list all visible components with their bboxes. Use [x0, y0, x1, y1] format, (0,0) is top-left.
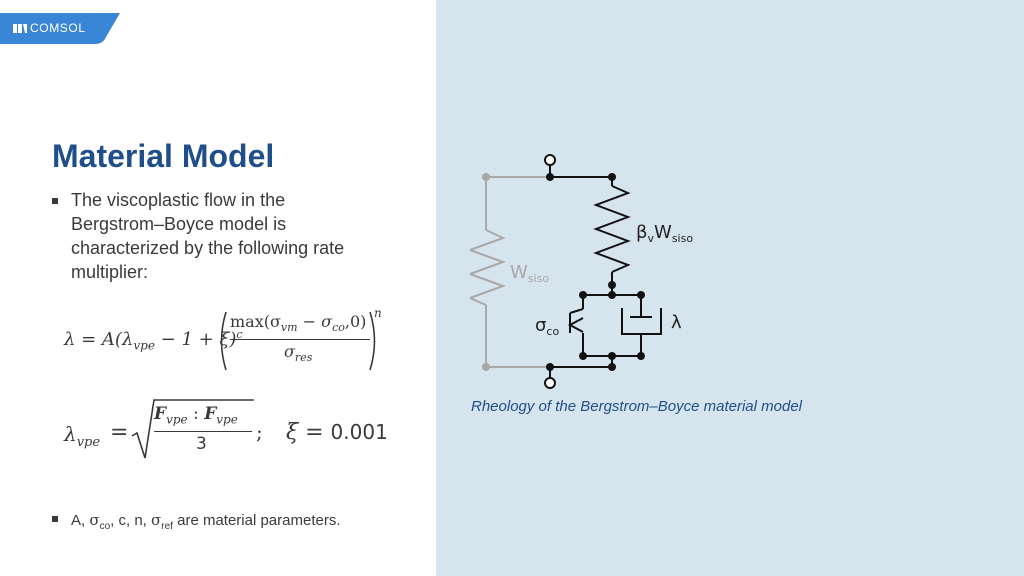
- label-beta: β: [636, 222, 648, 243]
- formula1-paren-left: [220, 311, 227, 371]
- gray-node: [482, 363, 490, 371]
- bullet2-mid: , c, n,: [110, 512, 152, 529]
- formula2-lhs-sub: vpe: [76, 435, 101, 450]
- bullet-text: The viscoplastic flow in the Bergstrom–B…: [71, 190, 345, 282]
- formula2-lhs: λ: [64, 422, 77, 446]
- bullet2-suffix: are material parameters.: [172, 512, 341, 529]
- bullet-marker: [52, 198, 58, 204]
- formula1-num-co: co: [332, 321, 345, 335]
- rate-multiplier-formula: λ = A(λvpe − 1 + ξ)c max(σvm − σco,0) σr…: [64, 306, 394, 376]
- figure-caption: Rheology of the Bergstrom–Boyce material…: [471, 398, 802, 415]
- formula2-semicolon: ;: [256, 420, 263, 444]
- formula2-xi: ξ =: [286, 420, 331, 445]
- formula2-num-sub2: vpe: [216, 412, 238, 427]
- formula1-lhs-sub: vpe: [133, 338, 155, 353]
- formula1-num-end: ,0): [344, 312, 367, 331]
- formula1-fraction-bar: [230, 339, 370, 340]
- bullet2-sigma-ref: σ: [151, 511, 162, 529]
- label-w: W: [654, 222, 672, 243]
- bottom-terminal: [544, 377, 556, 389]
- label-beta-sub: v: [648, 232, 655, 245]
- black-nodes: [546, 173, 645, 371]
- top-terminal: [544, 154, 556, 166]
- label-sigma-sub: co: [546, 325, 559, 338]
- formula2-num-f2: F: [204, 404, 217, 424]
- formula2-sqrt: [131, 399, 254, 459]
- formula1-paren-right: [369, 311, 376, 371]
- formula2-num-colon: :: [187, 404, 205, 424]
- comsol-logo-text: COMSOL: [30, 21, 86, 35]
- page-title: Material Model: [52, 138, 275, 174]
- gray-spring-branch: [470, 176, 550, 368]
- formula2-eq: =: [110, 420, 129, 445]
- rheology-diagram: βvWsiso Wsiso σco λ: [470, 154, 693, 389]
- formula1-exp-c: c: [236, 328, 243, 341]
- formula1-exp-n: n: [374, 306, 382, 320]
- formula2-num-f1: F: [154, 404, 167, 424]
- svg-text:βvWsiso: βvWsiso: [636, 222, 693, 245]
- bullet2-sub-co: co: [99, 521, 111, 532]
- formula2-xi-value: 0.001: [330, 420, 388, 444]
- formula1-mid: − 1 + ξ): [154, 329, 237, 350]
- svg-text:Wsiso: Wsiso: [510, 262, 549, 285]
- formula1-lhs: λ = A(λ: [64, 329, 134, 350]
- label-sigma: σ: [535, 315, 546, 336]
- bullet-marker: [52, 516, 58, 522]
- label-w-sub: siso: [672, 232, 694, 245]
- black-network: [549, 164, 662, 379]
- bullet2-sub-ref: ref: [161, 521, 173, 532]
- formula1-den-sub: res: [294, 351, 313, 365]
- logo-tab: [0, 13, 120, 44]
- figure-panel: [436, 0, 1024, 576]
- gray-node: [482, 173, 490, 181]
- formula1-num-minus: − σ: [297, 312, 333, 331]
- formula2-den: 3: [196, 434, 207, 454]
- label-lambda: λ: [671, 312, 682, 333]
- bullet-text: A, σco, c, n, σref are material paramete…: [71, 508, 401, 539]
- formula1-num-max: max(σ: [230, 312, 281, 331]
- label-wsiso: W: [510, 262, 528, 283]
- formula2-num-sub1: vpe: [166, 412, 188, 427]
- bullet2-prefix: A,: [71, 512, 90, 529]
- formula2-fraction-bar: [154, 431, 252, 432]
- label-wsiso-sub: siso: [528, 272, 550, 285]
- svg-text:σco: σco: [535, 315, 559, 338]
- formula1-num-vm: vm: [280, 321, 298, 335]
- comsol-logo-icon: [13, 24, 27, 33]
- bullet-item: A, σco, c, n, σref are material paramete…: [52, 508, 392, 534]
- content-panel: COMSOL Material Model The viscoplastic f…: [0, 0, 436, 576]
- bullet2-sigma-co: σ: [89, 511, 100, 529]
- lambda-vpe-formula: λvpe = Fvpe : Fvpe 3 ; ξ = 0.001: [64, 394, 394, 464]
- bullet-item: The viscoplastic flow in the Bergstrom–B…: [52, 188, 372, 288]
- formula1-den: σ: [284, 342, 295, 361]
